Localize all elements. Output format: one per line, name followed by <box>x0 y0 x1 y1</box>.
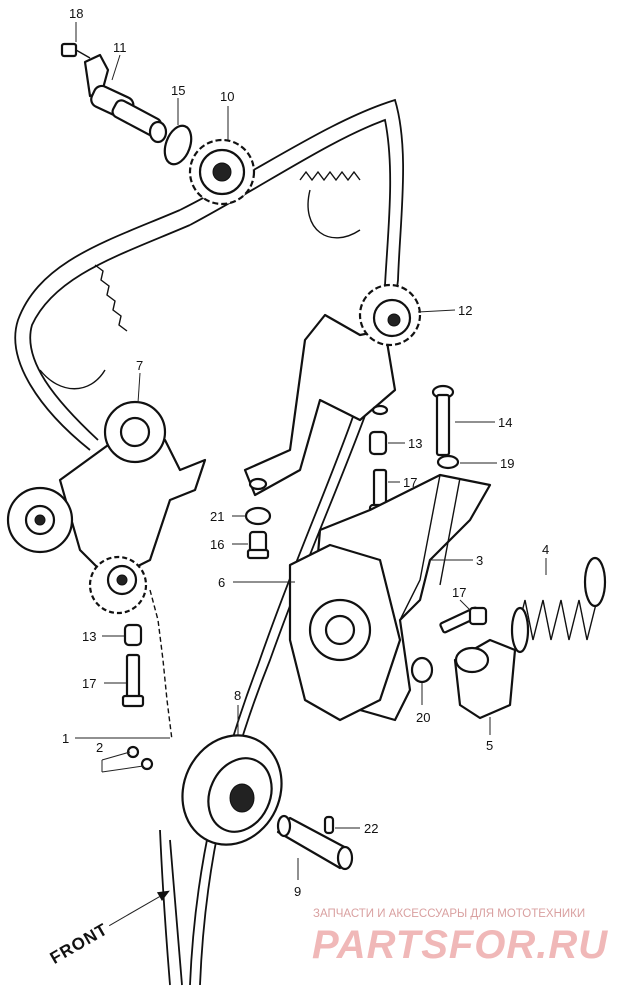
leader-lines <box>75 22 547 880</box>
callout-18: 18 <box>69 6 83 21</box>
part-22-pin <box>323 815 335 835</box>
front-label: FRONT <box>47 920 112 968</box>
part-12-upper-pulley <box>243 283 422 497</box>
callout-6: 6 <box>218 575 225 590</box>
part-19-washer <box>436 454 460 470</box>
part-21-washer <box>244 506 272 526</box>
part-2-clip <box>126 745 154 771</box>
callout-4: 4 <box>542 542 549 557</box>
part-1-chain <box>149 589 173 741</box>
callout-10: 10 <box>220 89 234 104</box>
part-5-shoe <box>453 638 517 720</box>
watermark-tagline: ЗАПЧАСТИ И АКСЕССУАРЫ ДЛЯ МОТОТЕХНИКИ <box>313 908 585 920</box>
part-16-bolt <box>246 530 270 560</box>
callout-22: 22 <box>364 821 378 836</box>
callout-17-right: 17 <box>452 585 466 600</box>
part-13-17-lower-bolt <box>121 623 145 708</box>
front-arrow: FRONT <box>47 890 170 968</box>
callout-16: 16 <box>210 537 224 552</box>
callout-17-upper: 17 <box>403 475 417 490</box>
callout-8: 8 <box>234 688 241 703</box>
part-9-shaft <box>276 814 354 871</box>
part-15-o-ring <box>163 124 193 166</box>
callout-17-lower: 17 <box>82 676 96 691</box>
callout-13-lower: 13 <box>82 629 96 644</box>
callout-7: 7 <box>136 358 143 373</box>
part-6-inner-pulley <box>308 598 372 662</box>
part-17-bolt-right <box>439 606 488 634</box>
part-10-sprocket <box>188 138 256 206</box>
callout-14: 14 <box>498 415 512 430</box>
part-20-washer <box>410 656 434 684</box>
callout-numbers: 18 11 15 10 12 7 14 13 19 17 21 16 3 4 6… <box>62 6 549 899</box>
part-14-bolt <box>431 384 455 457</box>
callout-2: 2 <box>96 740 103 755</box>
callout-19: 19 <box>500 456 514 471</box>
watermark-brand: PARTSFOR.RU <box>312 923 608 967</box>
callout-3: 3 <box>476 553 483 568</box>
part-8-pulley <box>181 734 283 846</box>
part-13-collar <box>368 430 388 456</box>
callout-20: 20 <box>416 710 430 725</box>
watermark: ЗАПЧАСТИ И АКСЕССУАРЫ ДЛЯ МОТОТЕХНИКИ PA… <box>312 908 608 967</box>
callout-12: 12 <box>458 303 472 318</box>
part-7-lower-bracket <box>6 400 207 615</box>
part-18-bolt <box>60 42 91 59</box>
callout-13-upper: 13 <box>408 436 422 451</box>
part-11-tensioner <box>83 53 168 144</box>
callout-9: 9 <box>294 884 301 899</box>
callout-11: 11 <box>113 40 127 55</box>
callout-15: 15 <box>171 83 185 98</box>
callout-21: 21 <box>210 509 224 524</box>
callout-1: 1 <box>62 731 69 746</box>
part-4-spring <box>510 556 607 654</box>
callout-5: 5 <box>486 738 493 753</box>
